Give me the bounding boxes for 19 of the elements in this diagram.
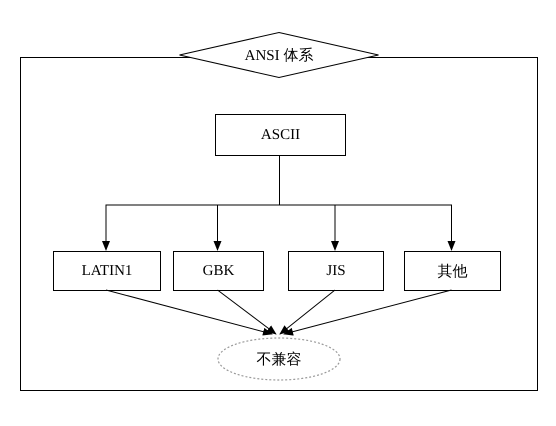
- result-ellipse: [217, 337, 341, 381]
- process-box: [173, 251, 264, 291]
- process-box: [404, 251, 501, 291]
- title-diamond: [179, 32, 379, 78]
- node-label: GBK: [202, 262, 234, 280]
- node-label: ASCII: [260, 126, 300, 144]
- process-box: [288, 251, 384, 291]
- node-label: 其他: [438, 262, 468, 280]
- node-label: 不兼容: [256, 350, 302, 368]
- node-label: JIS: [326, 262, 346, 280]
- process-box: [215, 114, 346, 156]
- arrow: [279, 154, 456, 251]
- process-box: [53, 251, 161, 291]
- node-label: LATIN1: [82, 262, 132, 280]
- arrow: [106, 290, 273, 336]
- arrow: [279, 290, 336, 335]
- arrow: [217, 290, 277, 335]
- node-label: ANSI 体系: [244, 46, 314, 64]
- arrow: [283, 290, 452, 336]
